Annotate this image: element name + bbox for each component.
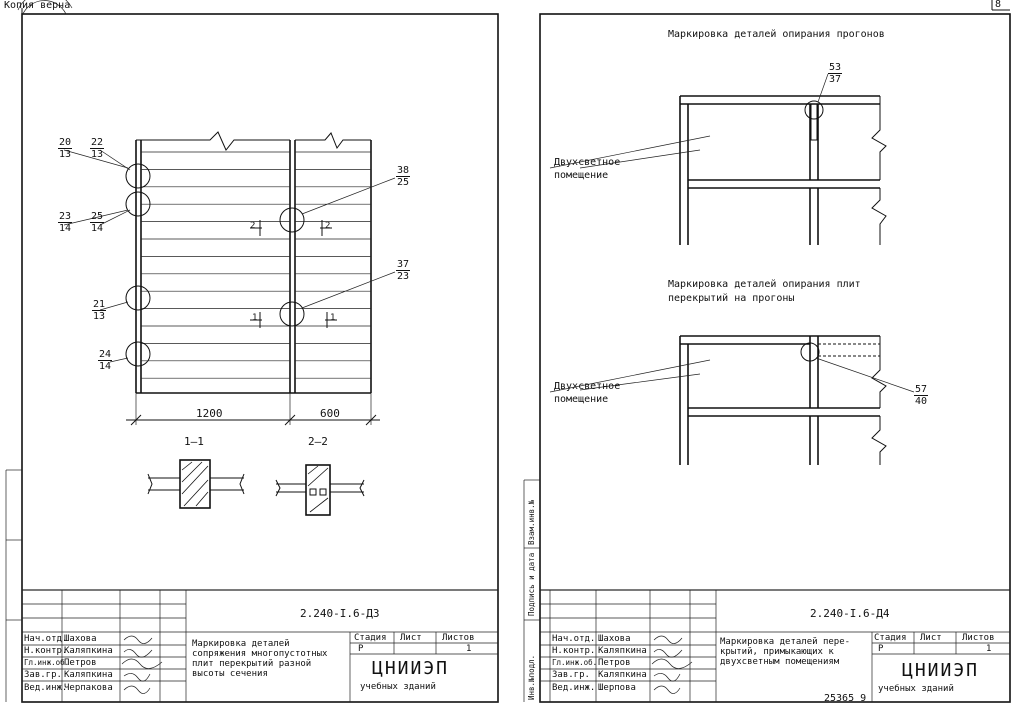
organization-name: ЦНИИЭП — [902, 660, 980, 681]
stage-header: Стадия — [874, 633, 907, 643]
mark-series: 13 — [93, 311, 106, 322]
signer-role: Вед.инж. — [24, 683, 68, 693]
drawing-title-line: крытий, примыкающих к — [720, 647, 834, 657]
mark-series: 23 — [397, 271, 410, 282]
signer-name: Каляпкина — [598, 646, 647, 656]
mark-series: 14 — [99, 361, 112, 372]
drawing-code: 2.240-I.6-ДЗ — [300, 607, 380, 620]
signer-role: Гл.инж.об. — [552, 658, 598, 667]
sheets-value: 1 — [986, 644, 992, 654]
stage-value: Р — [358, 644, 364, 654]
section-mark: 1 — [252, 313, 258, 323]
signer-name: Шахова — [64, 634, 97, 644]
drawing-title-line: Маркировка деталей — [192, 639, 290, 649]
stage-value: Р — [878, 644, 884, 654]
mark-series: 37 — [829, 74, 842, 85]
mark-number: 23 — [58, 211, 73, 223]
sheets-header: Листов — [962, 633, 995, 643]
room-label-line: Двухсветное — [554, 157, 621, 168]
signer-name: Петров — [64, 658, 97, 668]
mark-series: 25 — [397, 177, 410, 188]
heading-girders: Маркировка деталей опирания прогонов — [668, 29, 885, 40]
organization-subtitle: учебных зданий — [360, 682, 436, 692]
section-mark: 1 — [330, 313, 336, 323]
mark-series: 40 — [915, 396, 928, 407]
stage-header: Стадия — [354, 633, 387, 643]
organization-name: ЦНИИЭП — [372, 658, 450, 679]
signer-name: Каляпкина — [598, 670, 647, 680]
signatures — [651, 635, 693, 694]
mark-number: 53 — [828, 62, 843, 74]
signer-name: Каляпкина — [64, 670, 113, 680]
sheet-header: Лист — [400, 633, 422, 643]
signer-name: Каляпкина — [64, 646, 113, 656]
drawing-code: 2.240-I.6-Д4 — [810, 607, 890, 620]
mark-number: 20 — [58, 137, 73, 149]
signer-name: Шахова — [598, 634, 631, 644]
dimension-right: 600 — [320, 407, 340, 420]
heading-slabs-line: Маркировка деталей опирания плит — [668, 279, 861, 290]
drawing-title-line: двухсветным помещениям — [720, 657, 840, 667]
organization-subtitle: учебных зданий — [878, 684, 954, 694]
room-label-line: помещение — [554, 394, 609, 405]
signer-name: Петров — [598, 658, 631, 668]
signer-role: Гл.инж.об. — [24, 658, 70, 667]
mark-series: 14 — [59, 223, 72, 234]
right-sheet-graphics — [523, 0, 1011, 703]
signer-role: Зав.гр. — [552, 670, 590, 680]
mark-number: 38 — [396, 165, 411, 177]
mark-series: 13 — [91, 149, 104, 160]
sheets-value: 1 — [466, 644, 472, 654]
signer-role: Зав.гр. — [24, 670, 62, 680]
mark-series: 13 — [59, 149, 72, 160]
room-label-line: помещение — [554, 170, 609, 181]
section-label-2: 2–2 — [308, 435, 328, 448]
signer-role: Н.контр. — [552, 646, 596, 656]
drawing-title-line: высоты сечения — [192, 669, 268, 679]
mark-number: 22 — [90, 137, 105, 149]
signatures — [121, 635, 163, 694]
mark-number: 25 — [90, 211, 105, 223]
dimension-left: 1200 — [196, 407, 223, 420]
signer-name: Шерпова — [598, 683, 636, 693]
sheet-header: Лист — [920, 633, 942, 643]
mark-number: 37 — [396, 259, 411, 271]
signer-name: Черпакова — [64, 683, 113, 693]
mark-number: 57 — [914, 384, 929, 396]
signer-role: Вед.инж. — [552, 683, 596, 693]
heading-slabs-line: перекрытий на прогоны — [668, 293, 795, 304]
drawing-title-line: Маркировка деталей пере- — [720, 637, 851, 647]
signer-role: Нач.отд. — [552, 634, 596, 644]
stamp-text: Копия верна — [4, 0, 71, 11]
section-label-1: 1–1 — [184, 435, 204, 448]
mark-number: 24 — [98, 349, 113, 361]
signer-role: Н.контр. — [24, 646, 68, 656]
section-mark: 2 — [250, 221, 256, 231]
sheet-number: 8 — [995, 0, 1002, 10]
room-label-line: Двухсветное — [554, 381, 621, 392]
sheets-header: Листов — [442, 633, 475, 643]
drawing-title-line: плит перекрытий разной — [192, 659, 312, 669]
mark-series: 14 — [91, 223, 104, 234]
left-sheet-graphics — [5, 0, 499, 703]
right-drawing-sheet: 8 Маркировка деталей опирания прогонов 5… — [510, 0, 1014, 705]
section-mark: 2 — [325, 221, 331, 231]
drawing-title-line: сопряжения многопустотных — [192, 649, 328, 659]
signer-role: Нач.отд. — [24, 634, 68, 644]
mark-number: 21 — [92, 299, 107, 311]
archive-number: 25365 9 — [824, 693, 867, 704]
